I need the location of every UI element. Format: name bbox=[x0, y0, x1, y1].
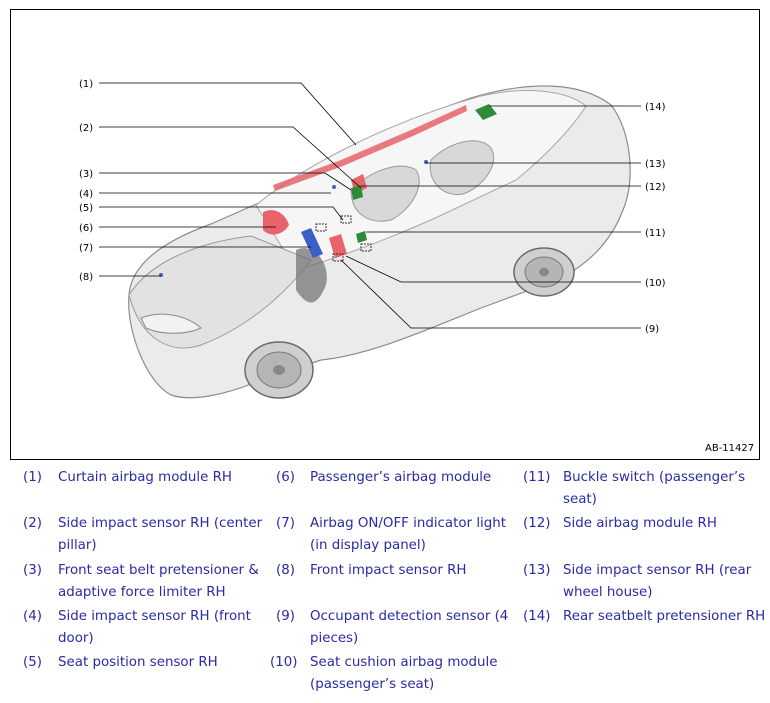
figure-id: AB-11427 bbox=[705, 443, 754, 454]
legend-label: Curtain airbag module RH bbox=[58, 470, 232, 485]
callout-1: (1) bbox=[79, 79, 93, 90]
legend-label: Seat position sensor RH bbox=[58, 655, 218, 670]
callout-13: (13) bbox=[645, 159, 666, 170]
car-illustration: (1) (2) (3) (4) (5) (6) (7) (8) (9) (10)… bbox=[79, 79, 754, 454]
car-body bbox=[128, 85, 631, 399]
legend-label: Side airbag module RH bbox=[563, 516, 717, 531]
legend-num: (10) bbox=[270, 655, 298, 670]
legend-label: Side impact sensor RH (center pillar) bbox=[58, 516, 263, 553]
callout-9: (9) bbox=[645, 324, 659, 335]
legend-num: (3) bbox=[23, 563, 42, 578]
legend-label: Occupant detection sensor (4 pieces) bbox=[310, 609, 509, 646]
callout-10: (10) bbox=[645, 278, 666, 289]
leader-lines bbox=[99, 82, 641, 329]
callout-3: (3) bbox=[79, 169, 93, 180]
occupant-sensor-2 bbox=[340, 215, 352, 224]
legend-label: Front impact sensor RH bbox=[310, 563, 467, 578]
callout-14: (14) bbox=[645, 102, 666, 113]
legend-num: (5) bbox=[23, 655, 42, 670]
legend-label: Buckle switch (passenger’s seat) bbox=[563, 470, 746, 507]
callout-12: (12) bbox=[645, 182, 666, 193]
legend-label: Airbag ON/OFF indicator light (in displa… bbox=[310, 516, 506, 553]
legend-num: (7) bbox=[276, 516, 295, 531]
callout-labels: (1) (2) (3) (4) (5) (6) (7) (8) (9) (10)… bbox=[79, 79, 666, 335]
occupant-sensor-1 bbox=[315, 223, 327, 232]
rear-wheel bbox=[513, 247, 575, 297]
legend-label: Rear seatbelt pretensioner RH bbox=[563, 609, 766, 624]
legend-num: (6) bbox=[276, 470, 295, 485]
callout-11: (11) bbox=[645, 228, 666, 239]
front-seatbelt-pretensioner bbox=[351, 185, 363, 200]
headlight bbox=[140, 313, 202, 334]
airbag-indicator-light bbox=[301, 228, 323, 258]
legend-label: Passenger’s airbag module bbox=[310, 470, 492, 485]
legend-label: Front seat belt pretensioner & adaptive … bbox=[58, 563, 259, 600]
legend: (1) Curtain airbag module RH (2) Side im… bbox=[0, 462, 770, 703]
front-seat bbox=[350, 165, 420, 222]
diagram-figure: (1) (2) (3) (4) (5) (6) (7) (8) (9) (10)… bbox=[10, 9, 760, 460]
legend-num: (11) bbox=[523, 470, 551, 485]
legend-label: Seat cushion airbag module (passenger’s … bbox=[310, 655, 498, 692]
legend-label: Side impact sensor RH (rear wheel house) bbox=[563, 563, 752, 600]
legend-num: (9) bbox=[276, 609, 295, 624]
curtain-airbag-module bbox=[273, 105, 467, 191]
legend-num: (13) bbox=[523, 563, 551, 578]
dashboard-unit bbox=[296, 248, 327, 303]
passenger-airbag-module bbox=[263, 210, 289, 235]
occupant-sensor-4 bbox=[360, 243, 372, 252]
legend-num: (1) bbox=[23, 470, 42, 485]
legend-label: Side impact sensor RH (front door) bbox=[58, 609, 251, 646]
occupant-sensor-3 bbox=[332, 253, 344, 262]
callout-6: (6) bbox=[79, 223, 93, 234]
legend-num: (14) bbox=[523, 609, 551, 624]
front-door-impact-sensor bbox=[332, 185, 336, 189]
legend-num: (2) bbox=[23, 516, 42, 531]
legend-num: (4) bbox=[23, 609, 42, 624]
legend-num: (8) bbox=[276, 563, 295, 578]
front-wheel bbox=[244, 341, 314, 399]
legend-num: (12) bbox=[523, 516, 551, 531]
callout-2: (2) bbox=[79, 123, 93, 134]
callout-5: (5) bbox=[79, 203, 93, 214]
seat-cushion-airbag-module bbox=[329, 234, 347, 258]
callout-4: (4) bbox=[79, 189, 93, 200]
rear-seatbelt-pretensioner bbox=[475, 104, 497, 120]
components bbox=[159, 104, 497, 277]
buckle-switch bbox=[356, 231, 367, 243]
callout-7: (7) bbox=[79, 243, 93, 254]
callout-8: (8) bbox=[79, 272, 93, 283]
